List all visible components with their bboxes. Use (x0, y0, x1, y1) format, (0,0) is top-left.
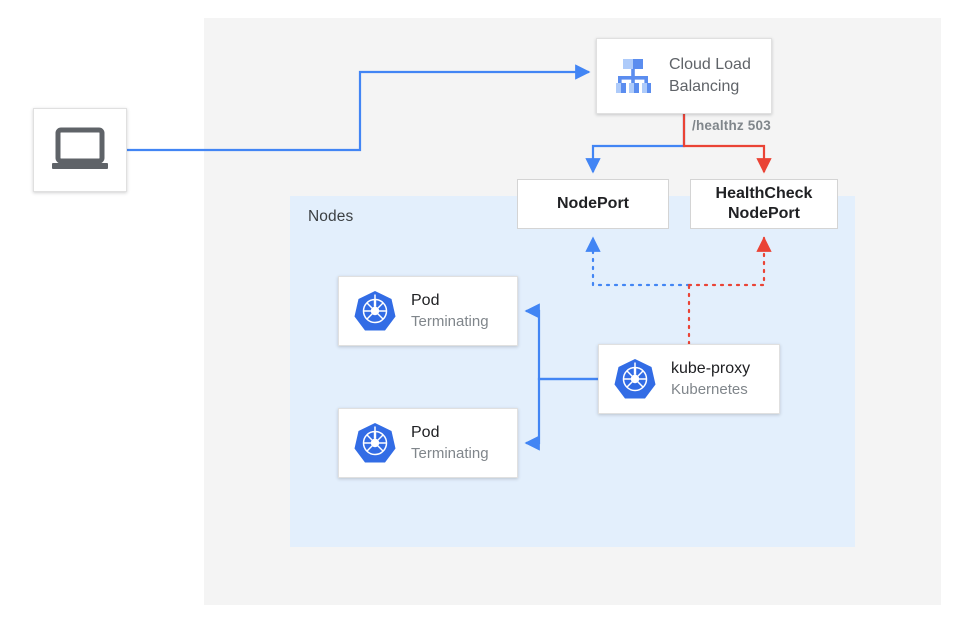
pod-card[interactable]: Pod Terminating (338, 408, 518, 478)
kubernetes-icon (354, 291, 396, 331)
pod-status: Terminating (411, 313, 489, 330)
pod-text: Pod Terminating (411, 290, 489, 332)
kubernetes-icon (614, 359, 656, 399)
kube-proxy-text: kube-proxy Kubernetes (671, 358, 750, 400)
kube-proxy-card[interactable]: kube-proxy Kubernetes (598, 344, 780, 414)
nodeport-label: NodePort (557, 195, 629, 212)
cloud-load-balancing-card[interactable]: Cloud Load Balancing (596, 38, 772, 114)
cloud-load-balancing-label: Cloud Load Balancing (669, 54, 751, 98)
pod-status: Terminating (411, 445, 489, 462)
client-laptop-card[interactable] (33, 108, 127, 192)
pod-card[interactable]: Pod Terminating (338, 276, 518, 346)
cloud-load-balancing-icon (616, 59, 651, 93)
hc-label-line2: NodePort (727, 205, 800, 222)
kube-proxy-subtitle: Kubernetes (671, 381, 748, 398)
hc-label-line1: HealthCheck (715, 185, 813, 202)
kube-proxy-title: kube-proxy (671, 360, 751, 377)
nodeport-box[interactable]: NodePort (517, 179, 669, 229)
healthz-annotation: /healthz 503 (692, 118, 771, 133)
pod-title: Pod (411, 292, 440, 309)
laptop-icon (52, 127, 108, 169)
healthcheck-nodeport-box[interactable]: HealthCheck NodePort (690, 179, 838, 229)
clb-label-line2: Balancing (669, 78, 740, 95)
kubernetes-icon (354, 423, 396, 463)
healthcheck-nodeport-label: HealthCheck NodePort (716, 184, 813, 224)
pod-text: Pod Terminating (411, 422, 489, 464)
pod-title: Pod (411, 424, 440, 441)
clb-label-line1: Cloud Load (669, 56, 751, 73)
nodes-region-label: Nodes (308, 208, 354, 225)
